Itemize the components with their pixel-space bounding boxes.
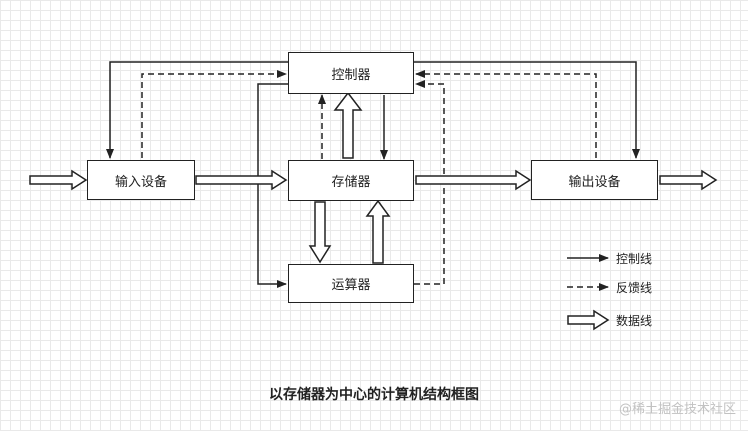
input-device-box: 输入设备 (87, 160, 195, 200)
legend-symbols (567, 254, 610, 331)
memory-box: 存储器 (288, 160, 414, 201)
control-line-to-output (414, 61, 640, 159)
output-device-label: 输出设备 (568, 174, 621, 190)
data-arrow-out-of-output (659, 169, 718, 191)
data-arrow-into-input (29, 169, 88, 191)
control-line-to-input (106, 61, 288, 159)
legend-data-line-symbol (567, 309, 610, 331)
data-arrow-alu-to-memory (365, 199, 391, 264)
legend-data-line-label: 数据线 (616, 314, 653, 328)
legend-feedback-line-label: 反馈线 (616, 281, 653, 295)
feedback-line-from-input (141, 70, 287, 158)
watermark-text: @稀土掘金技术社区 (618, 402, 736, 417)
data-lines (29, 91, 718, 264)
controller-box: 控制器 (288, 52, 414, 94)
controller-label: 控制器 (331, 67, 371, 83)
alu-box: 运算器 (288, 264, 414, 303)
data-arrow-memory-to-alu (308, 201, 332, 264)
diagram-caption: 以存储器为中心的计算机结构框图 (269, 387, 479, 403)
feedback-line-from-output (415, 70, 597, 158)
data-arrow-memory-to-controller (333, 91, 363, 159)
legend-control-line-label: 控制线 (616, 252, 653, 266)
data-arrow-input-to-memory (195, 169, 288, 191)
input-device-label: 输入设备 (114, 174, 167, 190)
alu-label: 运算器 (331, 278, 371, 293)
output-device-box: 输出设备 (531, 160, 658, 200)
data-arrow-memory-to-output (415, 169, 532, 191)
memory-label: 存储器 (331, 175, 371, 190)
